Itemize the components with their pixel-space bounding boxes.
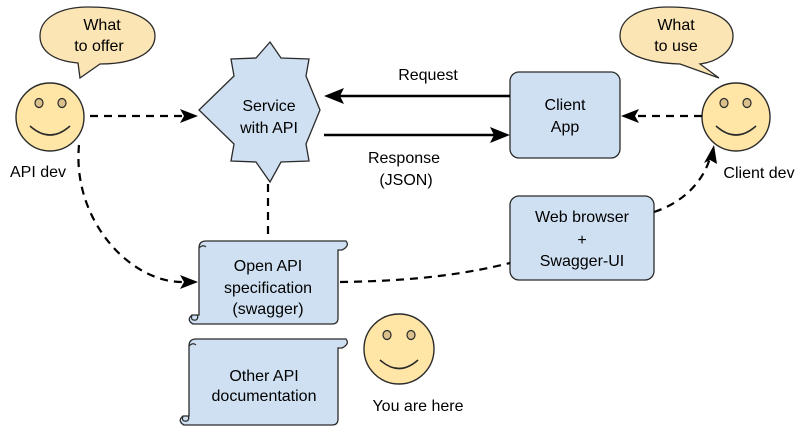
web-browser-swagger-ui-node: Web browser + Swagger-UI	[509, 195, 655, 281]
api-dev-to-openapi-arrow	[77, 144, 198, 289]
other-api-docs-scroll-node: Other API documentation	[179, 338, 348, 426]
web-browser-line-3: Swagger-UI	[540, 253, 624, 270]
client-app-line-1: Client	[545, 97, 586, 114]
web-browser-line-2: +	[577, 232, 586, 249]
openapi-spec-scroll-node: Open API specification (swagger)	[188, 240, 348, 325]
request-arrow	[324, 88, 510, 104]
client-dev-label: Client dev	[723, 165, 794, 182]
api-dev-to-service-arrow	[90, 109, 198, 123]
client-app-node: Client App	[509, 71, 621, 159]
request-label: Request	[398, 67, 458, 84]
bubble-right-line-1: What	[657, 17, 695, 34]
service-line-2: with API	[239, 120, 298, 137]
speech-bubble-left: What to offer	[39, 6, 156, 80]
client-dev-smiley-icon	[701, 82, 771, 152]
other-docs-line-2: documentation	[212, 388, 317, 405]
speech-bubble-right: What to use	[619, 6, 734, 79]
openapi-line-2: specification	[224, 280, 312, 297]
api-dev-label: API dev	[10, 164, 66, 181]
openapi-line-3: (swagger)	[232, 301, 303, 318]
bubble-left-line-1: What	[83, 17, 121, 34]
bubble-right-line-2: to use	[654, 38, 698, 55]
response-label-line-2: (JSON)	[379, 172, 432, 189]
service-line-1: Service	[242, 98, 295, 115]
client-dev-to-client-app-arrow	[621, 109, 702, 123]
client-app-line-2: App	[551, 119, 580, 136]
response-arrow	[324, 127, 510, 143]
web-browser-line-1: Web browser	[535, 209, 630, 226]
openapi-line-1: Open API	[234, 258, 303, 275]
bubble-left-line-2: to offer	[74, 38, 124, 55]
api-dev-smiley-icon	[15, 82, 85, 152]
other-docs-line-1: Other API	[229, 368, 298, 385]
openapi-to-client-dev-arrow	[339, 145, 717, 284]
service-with-api-node: Service with API	[198, 40, 321, 184]
you-are-here-label: You are here	[372, 398, 463, 415]
response-label-line-1: Response	[368, 150, 440, 167]
you-are-here-smiley-icon	[363, 313, 435, 385]
